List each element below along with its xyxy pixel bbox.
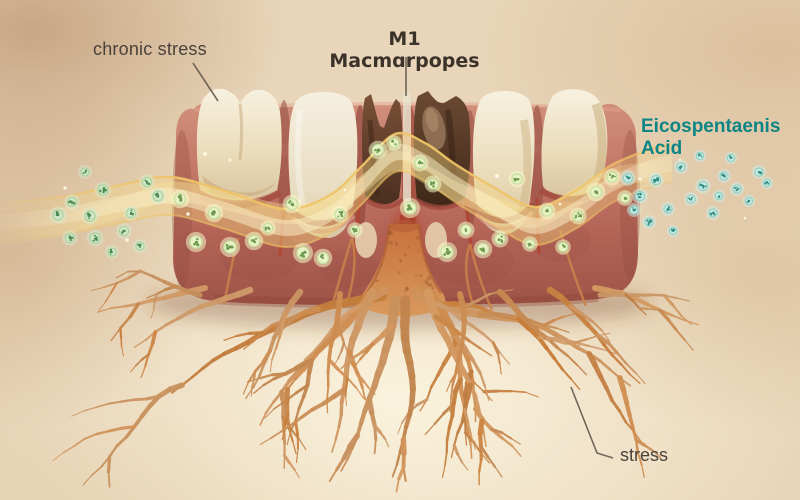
- eicosapentaenoic-acid-label: Eicospentaenis Acid: [641, 116, 780, 160]
- particles: [49, 135, 774, 268]
- chronic-stress-leader-line: [192, 62, 219, 102]
- chronic-stress-label: chronic stress: [93, 39, 207, 59]
- tooth-molar-right: [541, 89, 608, 198]
- root-system: [52, 269, 699, 493]
- stress-leader-line: [570, 386, 614, 459]
- stress-label: stress: [620, 445, 669, 465]
- tooth-molar-left: [196, 88, 282, 201]
- eicos-label-line2: Acid: [641, 138, 683, 159]
- eicos-label-line1: Eicospentaenis: [641, 116, 781, 137]
- leader-lines: [192, 57, 614, 459]
- title-label: M1 Macmɑrpopes: [329, 28, 480, 72]
